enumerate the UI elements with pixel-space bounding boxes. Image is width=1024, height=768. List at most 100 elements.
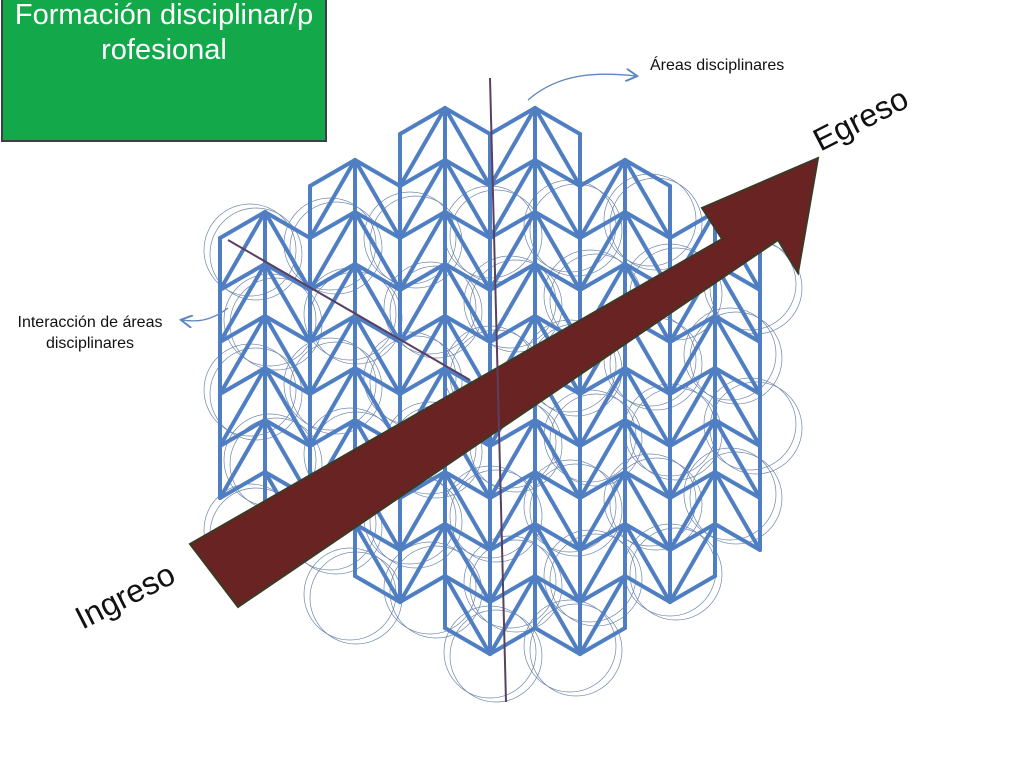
grid-line	[398, 366, 447, 396]
grid-line	[578, 626, 627, 656]
axis-line-diagonal	[227, 239, 471, 381]
label-interaccion: Interacción de áreas disciplinares	[17, 314, 163, 352]
overlay-circle	[683, 307, 777, 401]
grid-line	[443, 574, 492, 656]
overlay-circle	[383, 541, 477, 635]
grid-line	[488, 626, 537, 656]
grid-line	[578, 158, 627, 188]
grid-line	[488, 418, 537, 448]
grid-line	[398, 106, 447, 188]
grid-line	[443, 574, 492, 604]
grid-line	[713, 366, 762, 448]
overlay-circle	[469, 539, 563, 633]
grid-line	[398, 470, 447, 552]
grid-line	[443, 626, 492, 656]
grid-line	[533, 158, 582, 188]
grid-line	[443, 210, 492, 292]
grid-line	[488, 158, 537, 240]
grid-line	[713, 314, 762, 344]
grid-line	[218, 314, 267, 396]
grid-line	[488, 210, 537, 240]
grid-line	[263, 210, 312, 292]
grid-line	[398, 522, 447, 604]
grid-line	[533, 522, 582, 604]
grid-line	[398, 106, 447, 136]
grid-line	[578, 418, 627, 448]
grid-line	[623, 418, 672, 500]
title-text: Formación disciplinar/profesional	[14, 0, 314, 66]
grid-line	[623, 470, 672, 552]
title-box: Formación disciplinar/profesional	[1, 0, 327, 142]
grid-line	[713, 418, 762, 500]
overlay-circle	[609, 457, 703, 551]
grid-line	[713, 470, 762, 500]
grid-line	[218, 366, 267, 396]
grid-line	[488, 574, 537, 604]
grid-line	[308, 314, 357, 344]
grid-line	[308, 210, 357, 292]
grid-line	[533, 210, 582, 240]
grid-line	[578, 470, 627, 552]
grid-line	[398, 522, 447, 552]
grid-line	[353, 210, 402, 240]
grid-line	[533, 262, 582, 292]
grid-line	[668, 366, 717, 448]
callout-areas	[527, 74, 636, 101]
grid-line	[578, 210, 627, 292]
overlay-circle	[449, 609, 543, 703]
grid-line	[353, 210, 402, 292]
grid-line	[398, 574, 447, 604]
grid-line	[488, 418, 537, 500]
grid-line	[308, 366, 357, 396]
grid-line	[218, 262, 267, 292]
grid-line	[398, 314, 447, 344]
grid-line	[353, 158, 402, 240]
grid-line	[533, 470, 582, 500]
grid-line	[443, 314, 492, 344]
overlay-circle	[283, 337, 377, 431]
grid-line	[263, 210, 312, 240]
grid-line	[398, 158, 447, 240]
grid-line	[668, 574, 717, 604]
grid-line	[218, 262, 267, 344]
overlay-circle	[449, 469, 543, 563]
overlay-circle	[209, 207, 303, 301]
overlay-circle	[383, 261, 477, 355]
grid-line	[353, 262, 402, 344]
overlay-circle	[529, 463, 623, 557]
grid-line	[443, 470, 492, 500]
grid-line	[443, 106, 492, 188]
grid-line	[308, 314, 357, 396]
overlay-circle	[289, 341, 383, 435]
grid-line	[398, 262, 447, 292]
grid-line	[398, 314, 447, 396]
ingreso-egreso-arrow	[188, 156, 820, 609]
grid-line	[668, 418, 717, 448]
grid-line	[533, 522, 582, 552]
grid-line	[668, 470, 717, 500]
grid-line	[533, 418, 582, 500]
grid-line	[623, 158, 672, 188]
grid-line	[308, 158, 357, 188]
overlay-circle	[629, 527, 723, 621]
grid-line	[218, 366, 267, 448]
grid-line	[488, 522, 537, 552]
grid-line	[578, 418, 627, 500]
grid-line	[623, 522, 672, 604]
callout-interaccion	[182, 307, 229, 321]
grid-line	[488, 574, 537, 656]
grid-line	[308, 158, 357, 240]
grid-line	[308, 418, 357, 448]
grid-line	[218, 210, 267, 292]
overlay-circle	[529, 603, 623, 697]
grid-line	[443, 470, 492, 552]
grid-line	[263, 262, 312, 344]
grid-line	[623, 418, 672, 448]
overlay-circle	[709, 381, 803, 475]
grid-line	[353, 314, 402, 396]
overlay-circle	[549, 393, 643, 487]
grid-line	[218, 470, 267, 500]
grid-line	[443, 106, 492, 136]
grid-line	[353, 366, 402, 396]
